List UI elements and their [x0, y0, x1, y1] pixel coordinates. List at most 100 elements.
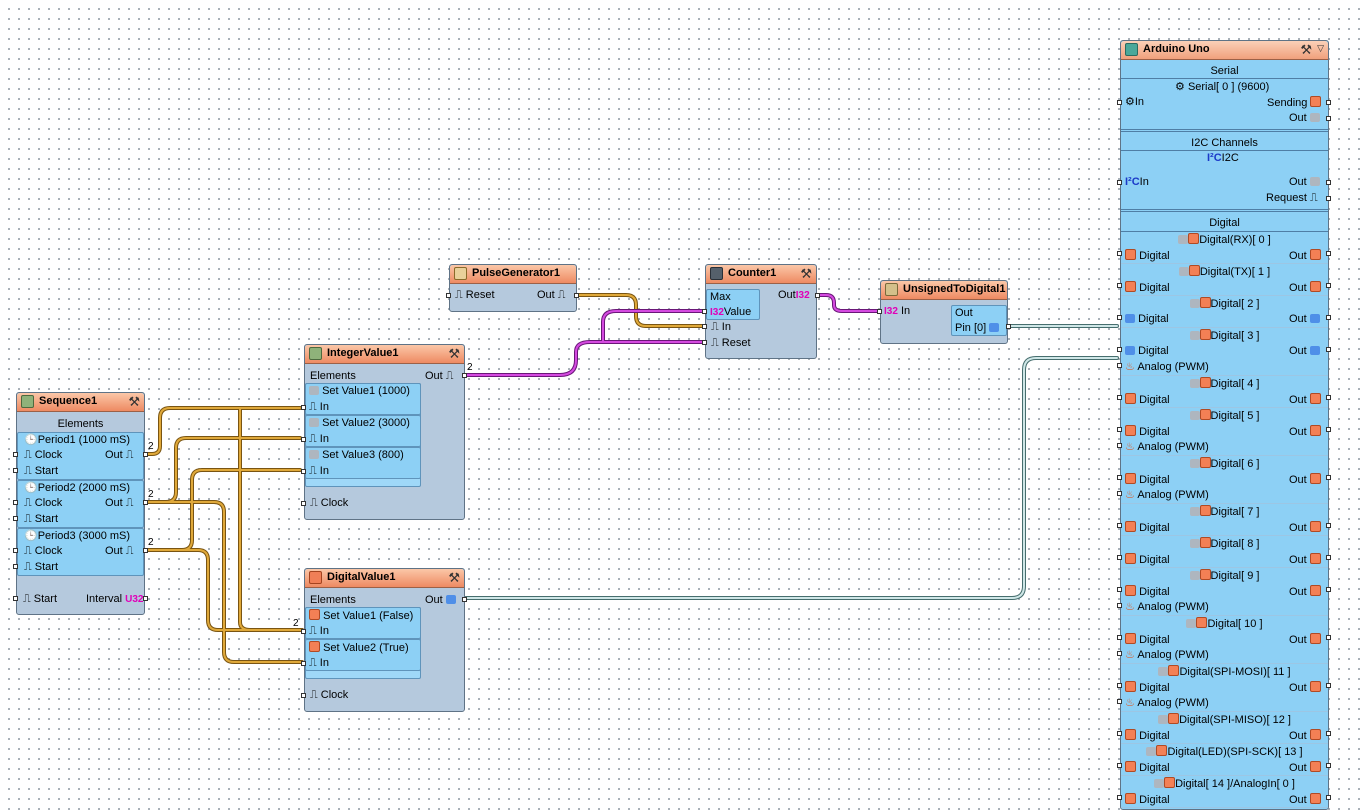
start-input-pin[interactable]	[13, 516, 18, 521]
set-value-element[interactable]: Set Value1 (1000) ⎍ In	[305, 383, 421, 415]
in-input-pin[interactable]	[301, 437, 306, 442]
digital-output-pin[interactable]	[1326, 731, 1331, 736]
digital-input-pin[interactable]	[1117, 427, 1122, 432]
i2c-out-pin[interactable]	[1326, 180, 1331, 185]
digital-output-pin[interactable]	[1326, 395, 1331, 400]
period-element[interactable]: 🕒Period3 (3000 mS) ⎍ Clock Out ⎍ ⎍ Start	[17, 528, 144, 576]
pin-output-pin[interactable]	[1006, 324, 1011, 329]
sequence-component[interactable]: Sequence1 ⚒ Elements 🕒Period1 (1000 mS) …	[16, 392, 145, 615]
wrench-icon[interactable]: ⚒	[448, 346, 460, 361]
wrench-icon[interactable]: ⚒	[800, 266, 812, 281]
value-input-pin[interactable]	[702, 309, 707, 314]
in-input-pin[interactable]	[301, 405, 306, 410]
out-output-pin[interactable]	[462, 597, 467, 602]
serial-out-pin[interactable]	[1326, 116, 1331, 121]
analog-input-pin[interactable]	[1117, 443, 1122, 448]
out-output-pin[interactable]	[143, 500, 148, 505]
digital-input-pin[interactable]	[1117, 683, 1122, 688]
out-output-pin[interactable]	[143, 452, 148, 457]
digital-input-pin[interactable]	[1117, 347, 1122, 352]
max-element[interactable]: Max I32Value	[706, 289, 760, 320]
digital-input-pin[interactable]	[1117, 731, 1122, 736]
clock-input-pin[interactable]	[301, 501, 306, 506]
digital-output-pin[interactable]	[1326, 555, 1331, 560]
digital-input-pin[interactable]	[1117, 475, 1122, 480]
digital-input-pin[interactable]	[1117, 635, 1122, 640]
clock-input-pin[interactable]	[13, 452, 18, 457]
digital-output-pin[interactable]	[1326, 347, 1331, 352]
wrench-icon[interactable]: ⚒	[1300, 42, 1312, 57]
digital-input-pin[interactable]	[1117, 251, 1122, 256]
start-input-pin[interactable]	[13, 564, 18, 569]
analog-input-pin[interactable]	[1117, 603, 1122, 608]
component-header[interactable]: Counter1 ⚒	[706, 265, 816, 284]
in-input-pin[interactable]	[301, 629, 306, 634]
component-header[interactable]: Arduino Uno ⚒ ▽	[1121, 41, 1328, 60]
period-element[interactable]: 🕒Period2 (2000 mS) ⎍ Clock Out ⎍ ⎍ Start	[17, 480, 144, 528]
component-header[interactable]: UnsignedToDigital1	[881, 281, 1007, 300]
out-output-pin[interactable]	[574, 293, 579, 298]
out-output-pin[interactable]	[815, 293, 820, 298]
component-header[interactable]: PulseGenerator1	[450, 265, 576, 284]
clock-input-pin[interactable]	[301, 693, 306, 698]
digital-input-pin[interactable]	[1117, 283, 1122, 288]
pulse-generator-component[interactable]: PulseGenerator1 ⎍ Reset Out ⎍	[449, 264, 577, 312]
digital-input-pin[interactable]	[1117, 315, 1122, 320]
digital-output-pin[interactable]	[1326, 475, 1331, 480]
i2c-in-pin[interactable]	[1117, 180, 1122, 185]
digital-output-pin[interactable]	[1326, 635, 1331, 640]
integer-value-component[interactable]: IntegerValue1 ⚒ Elements Out ⎍ Set Value…	[304, 344, 465, 520]
interval-output-pin[interactable]	[143, 596, 148, 601]
digital-input-pin[interactable]	[1117, 555, 1122, 560]
in-input-pin[interactable]	[702, 324, 707, 329]
chevron-down-icon[interactable]: ▽	[1317, 43, 1324, 53]
start-input-pin[interactable]	[13, 468, 18, 473]
component-header[interactable]: DigitalValue1 ⚒	[305, 569, 464, 588]
pin-element[interactable]: Out Pin [0]	[951, 305, 1007, 336]
clock-input-pin[interactable]	[13, 500, 18, 505]
component-header[interactable]: IntegerValue1 ⚒	[305, 345, 464, 364]
digital-output-pin[interactable]	[1326, 763, 1331, 768]
reset-input-pin[interactable]	[446, 293, 451, 298]
digital-output-pin[interactable]	[1326, 523, 1331, 528]
digital-output-pin[interactable]	[1326, 683, 1331, 688]
in-input-pin[interactable]	[877, 309, 882, 314]
arduino-uno-board[interactable]: Arduino Uno ⚒ ▽ Serial ⚙ Serial[ 0 ] (96…	[1120, 40, 1329, 810]
digital-output-pin[interactable]	[1326, 795, 1331, 800]
in-input-pin[interactable]	[301, 661, 306, 666]
out-output-pin[interactable]	[143, 548, 148, 553]
wrench-icon[interactable]: ⚒	[448, 570, 460, 585]
in-input-pin[interactable]	[301, 469, 306, 474]
serial-in-pin[interactable]	[1117, 100, 1122, 105]
digital-output-pin[interactable]	[1326, 251, 1331, 256]
out-output-pin[interactable]	[462, 373, 467, 378]
digital-input-pin[interactable]	[1117, 395, 1122, 400]
digital-value-component[interactable]: DigitalValue1 ⚒ Elements Out Set Value1 …	[304, 568, 465, 712]
digital-input-pin[interactable]	[1117, 795, 1122, 800]
reset-input-pin[interactable]	[702, 340, 707, 345]
analog-input-pin[interactable]	[1117, 363, 1122, 368]
set-value-element[interactable]: Set Value1 (False) ⎍ In	[305, 607, 421, 639]
digital-output-pin[interactable]	[1326, 587, 1331, 592]
digital-input-pin[interactable]	[1117, 523, 1122, 528]
digital-output-pin[interactable]	[1326, 315, 1331, 320]
component-header[interactable]: Sequence1 ⚒	[17, 393, 144, 412]
digital-output-pin[interactable]	[1326, 283, 1331, 288]
counter-component[interactable]: Counter1 ⚒ Max I32Value OutI32 ⎍ In ⎍ Re…	[705, 264, 817, 359]
digital-output-pin[interactable]	[1326, 427, 1331, 432]
digital-input-pin[interactable]	[1117, 587, 1122, 592]
set-value-element[interactable]: Set Value3 (800) ⎍ In	[305, 447, 421, 479]
